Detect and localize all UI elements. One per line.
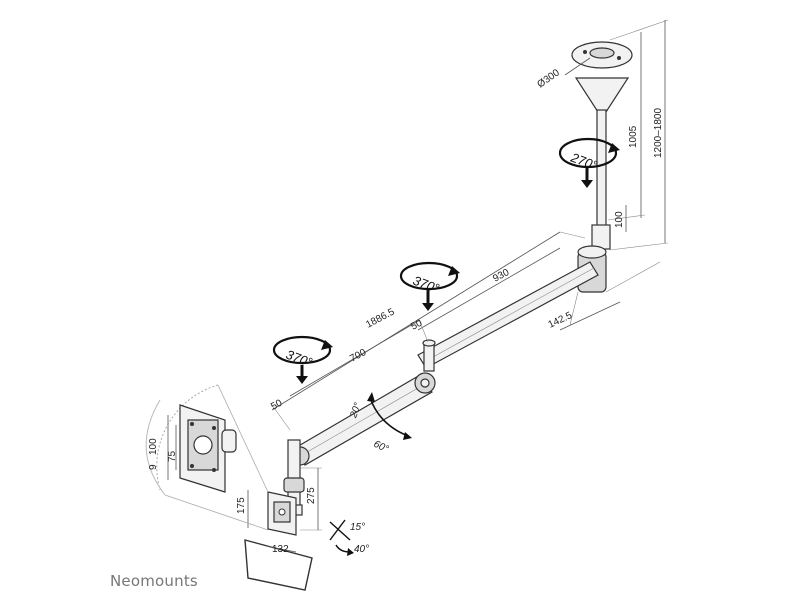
total-height-dim: 1200–1800 <box>653 108 664 158</box>
outer-arm-dim: 930 <box>491 267 511 285</box>
vesa-100-dim: 100 <box>148 438 159 455</box>
offset-a-dim: 50 <box>269 398 284 413</box>
elevation-angle-indicator <box>367 392 412 440</box>
monitor-outline <box>244 539 313 591</box>
full-length-dim: 1886.5 <box>364 306 397 330</box>
height-adjust-dim: 275 <box>306 487 317 504</box>
mid-rotation-indicator <box>399 261 460 311</box>
height-dimension-lines <box>607 19 669 251</box>
pole-rotation-label: 270° <box>568 149 599 173</box>
vesa-75-dim: 75 <box>167 450 178 462</box>
arm-down-angle-label: 60° <box>372 439 390 455</box>
tilt-up-angle-label: 15° <box>350 522 365 533</box>
pole-segment-dim: 100 <box>614 211 625 228</box>
vesa-plate <box>267 491 297 536</box>
base-depth-dim: 142.5 <box>547 310 575 331</box>
brand-logo-text: Neomounts <box>110 572 198 590</box>
vertical-pole <box>591 109 611 250</box>
vesa-detail-view <box>145 384 269 531</box>
arm-up-angle-label: 20° <box>348 401 364 420</box>
head-rotation-label: 370° <box>284 347 314 370</box>
mid-rotation-label: 370° <box>411 273 441 296</box>
ceiling-plate-dim: Ø300 <box>535 67 562 90</box>
mid-joint <box>422 339 436 372</box>
tilt-down-angle-label: 40° <box>354 544 369 555</box>
offset-b-dim: 50 <box>409 318 424 333</box>
ceiling-plate <box>571 41 633 113</box>
vesa-width-dim: 132 <box>272 544 289 555</box>
inner-arm <box>290 372 436 466</box>
inner-arm-dim: 700 <box>348 347 368 365</box>
tilt-indicator <box>329 519 354 556</box>
pole-height-dim: 1005 <box>628 125 639 148</box>
head-rotation-indicator <box>272 335 333 384</box>
vesa-9-dim: 9 <box>148 464 159 470</box>
arm-dimension-lines <box>271 231 586 431</box>
pole-rotation-indicator <box>558 137 620 188</box>
outer-arm <box>417 261 599 369</box>
vesa-height-dim: 175 <box>236 497 247 514</box>
